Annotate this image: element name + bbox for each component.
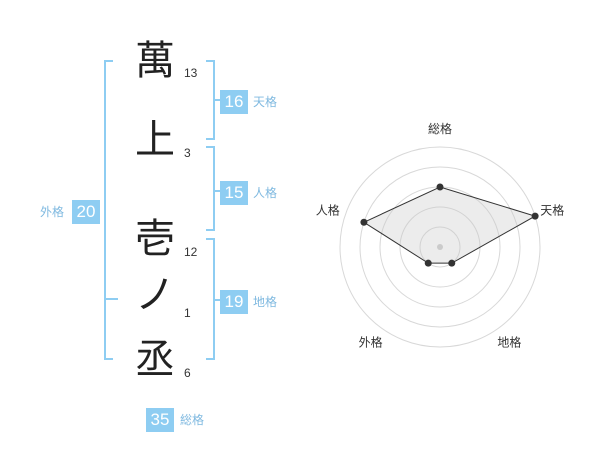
stroke-count-1: 13 <box>184 66 198 80</box>
stroke-count-2: 3 <box>184 146 191 160</box>
stroke-count-4: 1 <box>184 306 191 320</box>
soukaku-label: 総格 <box>180 413 205 427</box>
soukaku-badge: 35 <box>146 408 174 432</box>
name-char-2: 上 <box>135 117 175 163</box>
radar-grid-ring <box>359 166 521 328</box>
radar-point-3 <box>448 259 456 267</box>
jinkaku-label: 人格 <box>253 186 278 200</box>
chikaku-label: 地格 <box>253 295 278 309</box>
radar-data-polygon <box>362 186 537 264</box>
jinkaku-bracket <box>206 146 215 231</box>
radar-axis-label-2: 天格 <box>540 203 564 218</box>
radar-axis-label-1: 総格 <box>428 121 452 136</box>
name-char-1: 萬 <box>135 38 175 84</box>
gaikaku-tick-mid <box>104 298 118 300</box>
tenkaku-tick <box>214 99 220 101</box>
gaikaku-label: 外格 <box>40 205 65 219</box>
jinkaku-tick <box>214 190 220 192</box>
gaikaku-badge: 20 <box>72 200 100 224</box>
radar-point-2 <box>531 212 539 220</box>
name-char-3: 壱 <box>135 216 175 262</box>
radar-point-5 <box>360 218 368 226</box>
chikaku-badge: 19 <box>220 290 248 314</box>
radar-point-4 <box>424 259 432 267</box>
radar-point-1 <box>436 183 444 191</box>
name-char-4: ノ <box>135 272 175 318</box>
stroke-count-5: 6 <box>184 366 191 380</box>
stroke-count-3: 12 <box>184 245 198 259</box>
tenkaku-label: 天格 <box>253 95 278 109</box>
radar-grid-ring <box>419 226 461 268</box>
radar-axis-label-5: 人格 <box>316 203 340 218</box>
jinkaku-badge: 15 <box>220 181 248 205</box>
radar-axis-label-4: 外格 <box>359 334 383 349</box>
radar-center-dot <box>437 244 443 250</box>
tenkaku-badge: 16 <box>220 90 248 114</box>
name-char-5: 丞 <box>135 337 175 383</box>
gaikaku-bracket <box>104 60 113 360</box>
radar-axis-label-3: 地格 <box>497 334 521 349</box>
chikaku-tick <box>214 299 220 301</box>
